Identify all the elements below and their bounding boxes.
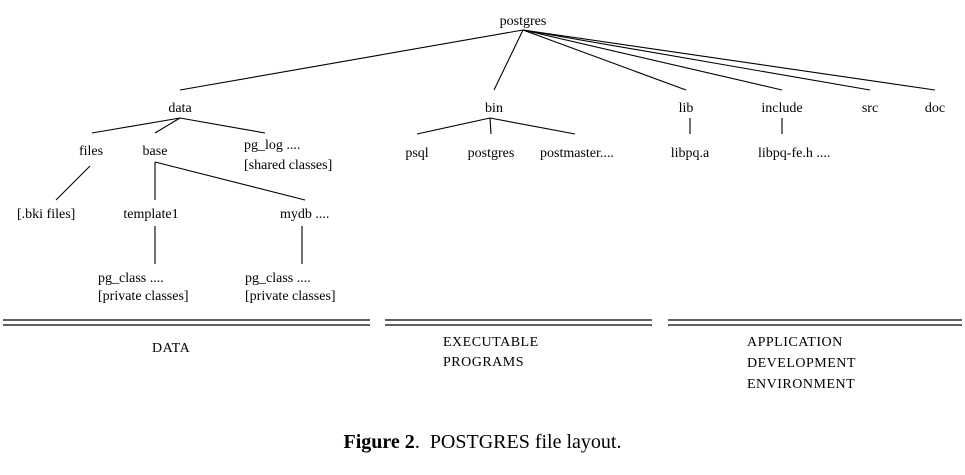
- node-postmaster: postmaster....: [540, 146, 614, 161]
- edge-bin-postgres: [489, 117, 492, 135]
- edge-root-lib: [522, 29, 687, 91]
- node-lib: lib: [678, 101, 694, 116]
- edge-root-data: [179, 29, 524, 91]
- edge-bin-postmaster: [489, 117, 576, 135]
- node-include: include: [761, 101, 803, 116]
- node-base: base: [142, 144, 168, 159]
- node-src: src: [861, 101, 879, 116]
- edge-root-src: [522, 29, 871, 91]
- node-doc: doc: [924, 101, 946, 116]
- node-template1-private-classes: [private classes]: [98, 289, 189, 304]
- node-data: data: [168, 101, 192, 116]
- edge-base-mydb: [154, 161, 306, 201]
- node-bki-files: [.bki files]: [17, 207, 76, 222]
- node-libpq-a: libpq.a: [670, 146, 710, 161]
- node-psql: psql: [405, 146, 429, 161]
- figure-caption-text: POSTGRES file layout.: [429, 431, 622, 453]
- section-label-data: DATA: [152, 341, 191, 356]
- figure-label: Figure 2: [343, 431, 415, 453]
- section-label-programs: PROGRAMS: [443, 355, 525, 370]
- edge-data-base: [154, 117, 181, 134]
- node-template1-pg-class: pg_class ....: [98, 271, 164, 286]
- node-mydb-pg-class: pg_class ....: [245, 271, 311, 286]
- node-pg-log-note: [shared classes]: [244, 158, 333, 173]
- node-mydb: mydb ....: [280, 207, 330, 222]
- section-label-environment: ENVIRONMENT: [747, 377, 856, 392]
- edge-root-doc: [522, 29, 936, 91]
- caption-separator: .: [414, 431, 430, 453]
- node-libpq-fe-h: libpq-fe.h ....: [758, 146, 831, 161]
- section-label-development: DEVELOPMENT: [747, 356, 856, 371]
- node-mydb-private-classes: [private classes]: [245, 289, 336, 304]
- node-files: files: [78, 144, 104, 159]
- node-template1: template1: [123, 207, 179, 222]
- node-postgres-bin: postgres: [467, 146, 515, 161]
- section-label-executable: EXECUTABLE: [443, 335, 539, 350]
- node-postgres-root: postgres: [499, 14, 547, 29]
- edge-files-bki: [55, 165, 91, 201]
- edge-root-include: [522, 29, 783, 91]
- node-bin: bin: [485, 101, 503, 116]
- section-label-application: APPLICATION: [747, 335, 843, 350]
- edge-data-pglog: [179, 117, 266, 134]
- node-pg-log: pg_log ....: [244, 138, 301, 153]
- figure-caption: Figure 2. POSTGRES file layout.: [0, 431, 965, 454]
- edge-bin-psql: [416, 117, 491, 135]
- edge-data-files: [91, 117, 181, 134]
- edge-root-bin: [493, 29, 524, 91]
